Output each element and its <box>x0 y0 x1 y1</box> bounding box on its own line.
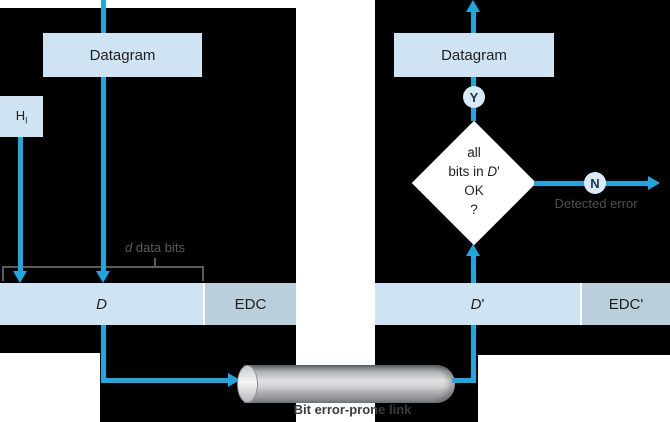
link-to-receiver-horizontal-line <box>452 378 476 383</box>
bracket-center-tick <box>154 258 156 266</box>
header-label: Hl <box>15 107 28 126</box>
link-to-receiver-vertical-line <box>471 325 476 383</box>
detected-error-label: Detected error <box>554 196 638 211</box>
bar-to-decision-line <box>471 256 476 283</box>
yes-label: Y <box>469 89 479 105</box>
decision-line4: ? <box>470 202 478 217</box>
sender-to-link-horizontal-line <box>101 378 229 383</box>
sender-datagram-flow-line <box>101 0 106 273</box>
field-divider <box>580 283 582 325</box>
edc-prime-field-label: EDC' <box>608 295 644 313</box>
link-label: Bit error-prone link <box>293 402 412 417</box>
edc-prime-field: EDC' <box>582 283 670 325</box>
d-italic: d <box>125 240 133 255</box>
d-prime-field: D' <box>375 283 580 325</box>
no-label: N <box>590 175 600 191</box>
decision-line1: all <box>467 145 481 160</box>
header-box: Hl <box>0 96 43 137</box>
arrow-down-icon <box>96 271 110 283</box>
datagram-up-line <box>471 12 476 33</box>
edc-field-label: EDC <box>234 295 267 313</box>
d-field: D <box>0 283 203 325</box>
decision-line3: OK <box>464 183 484 198</box>
header-flow-line <box>18 136 23 273</box>
receiver-datagram-box: Datagram <box>394 33 554 77</box>
bracket-right-tick <box>202 266 204 281</box>
arrow-up-icon <box>466 0 480 12</box>
yes-badge: Y <box>463 86 485 108</box>
no-badge: N <box>584 172 606 194</box>
d-data-bits-label: d data bits <box>85 240 225 255</box>
receiver-codeword-bar: D' EDC' <box>375 283 670 325</box>
d-prime-field-label: D' <box>470 295 485 313</box>
arrow-right-icon <box>648 176 660 190</box>
edc-field: EDC <box>205 283 296 325</box>
bracket-left-tick <box>2 266 4 281</box>
d-field-label: D <box>96 295 107 313</box>
sender-codeword-bar: D EDC <box>0 283 296 325</box>
arrow-down-icon <box>13 271 27 283</box>
sender-datagram-label: Datagram <box>89 46 156 64</box>
d-data-bits-rest: data bits <box>132 240 185 255</box>
link-cylinder <box>244 365 455 403</box>
decision-text: all bits in D' OK ? <box>414 143 534 219</box>
sender-datagram-box: Datagram <box>43 33 202 77</box>
sender-to-link-vertical-line <box>101 325 106 381</box>
field-divider <box>203 283 205 325</box>
receiver-datagram-label: Datagram <box>441 46 507 64</box>
decision-line2: bits in D' <box>448 164 500 179</box>
link-cylinder-cap <box>237 365 258 403</box>
arrow-up-icon <box>466 244 480 256</box>
